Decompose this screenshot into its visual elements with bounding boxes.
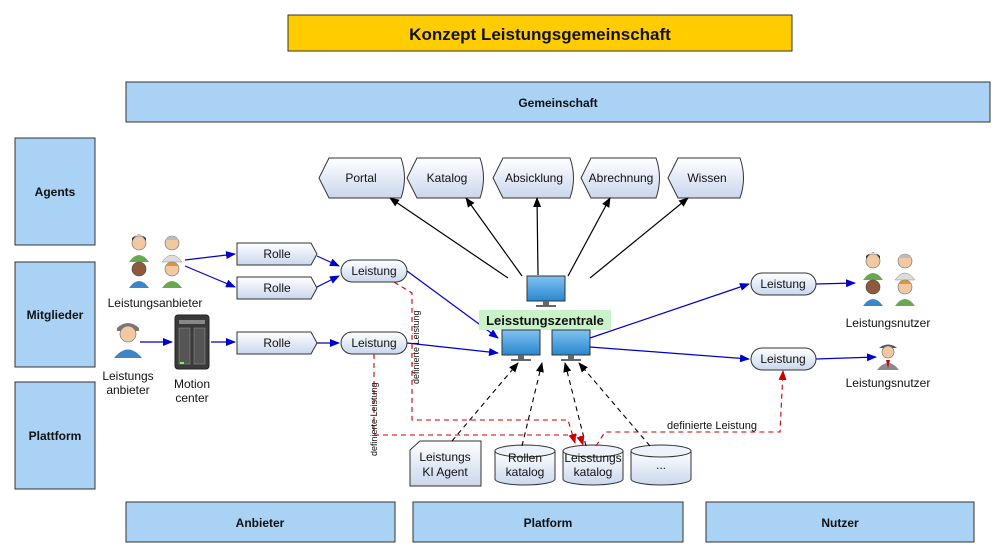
zentrale-label-box: Leisstungszentrale — [479, 310, 611, 330]
leistung-right-2: Leistung — [750, 347, 817, 371]
svg-text:Wissen: Wissen — [687, 171, 726, 185]
svg-text:Mitglieder: Mitglieder — [27, 308, 84, 322]
svg-text:Gemeinschaft: Gemeinschaft — [518, 96, 597, 110]
leistung-left-1: Leistung — [340, 259, 408, 283]
rollenkatalog-cylinder: Rollen katalog — [494, 444, 556, 486]
rolle-box-1: Rolle — [236, 242, 318, 266]
svg-text:Leistungs: Leistungs — [102, 369, 153, 383]
leistung-left-2: Leistung — [340, 331, 408, 355]
svg-text:Rolle: Rolle — [263, 281, 291, 295]
service-wissen: Wissen — [667, 157, 744, 199]
svg-text:KI Agent: KI Agent — [422, 465, 468, 479]
leistung-right-1: Leistung — [750, 272, 817, 296]
diagram-title: Konzept Leistungsgemeinschaft — [409, 25, 671, 44]
label-leistungsanbieter: Leistungsanbieter — [108, 296, 203, 310]
svg-text:Leistungs: Leistungs — [419, 450, 470, 464]
svg-text:anbieter: anbieter — [106, 383, 149, 397]
band-nutzer: Nutzer — [705, 501, 975, 543]
svg-text:Abrechnung: Abrechnung — [589, 171, 654, 185]
band-anbieter: Anbieter — [125, 501, 396, 543]
edge-label-definierte-a: definierte Leistung — [411, 310, 421, 384]
svg-text:Leistung: Leistung — [351, 264, 396, 278]
edge-label-definierte-c: definierte Leistung — [667, 420, 757, 432]
group-people-right-icon — [863, 252, 916, 306]
single-user-right-icon — [877, 344, 899, 370]
svg-text:Platform: Platform — [524, 516, 573, 530]
band-gemeinschaft: Gemeinschaft — [125, 81, 991, 123]
leistungskatalog-cylinder: Leisstungs katalog — [562, 444, 624, 486]
blue-edges-right — [589, 279, 877, 363]
svg-text:Leistung: Leistung — [351, 336, 396, 350]
service-abrechnung: Abrechnung — [580, 157, 660, 199]
svg-text:Agents: Agents — [35, 185, 76, 199]
svg-text:Leistung: Leistung — [760, 277, 805, 291]
svg-text:...: ... — [656, 458, 666, 472]
title-box: Konzept Leistungsgemeinschaft — [287, 14, 793, 52]
label-leistungsnutzer-2: Leistungsnutzer — [846, 376, 931, 390]
dashed-red-arrows — [373, 281, 787, 447]
layer-agents: Agents — [14, 137, 96, 246]
svg-text:katalog: katalog — [574, 465, 613, 479]
service-absicklung: Absicklung — [492, 157, 574, 199]
dashed-black-arrows — [451, 362, 651, 447]
svg-text:Nutzer: Nutzer — [821, 516, 859, 530]
monitor-icon-left — [501, 329, 541, 361]
svg-text:Rollen: Rollen — [508, 451, 542, 465]
server-icon — [174, 314, 210, 370]
service-portal: Portal — [318, 157, 405, 199]
svg-text:Rolle: Rolle — [263, 336, 291, 350]
single-person-icon — [114, 323, 142, 358]
service-katalog: Katalog — [406, 157, 484, 199]
more-cylinder: ... — [630, 444, 692, 486]
svg-text:Leistung: Leistung — [760, 352, 805, 366]
layer-plattform: Plattform — [14, 381, 96, 490]
svg-text:katalog: katalog — [506, 465, 545, 479]
band-platform: Platform — [412, 501, 684, 543]
svg-text:Anbieter: Anbieter — [236, 516, 285, 530]
ki-agent-shape: Leistungs KI Agent — [409, 440, 482, 487]
svg-text:Rolle: Rolle — [263, 247, 291, 261]
rolle-box-3: Rolle — [236, 331, 318, 355]
group-people-icon — [129, 234, 183, 288]
service-arrows — [389, 197, 689, 279]
svg-text:Plattform: Plattform — [29, 429, 82, 443]
svg-text:Katalog: Katalog — [427, 171, 468, 185]
label-leistungsnutzer-1: Leistungsnutzer — [846, 316, 931, 330]
rolle-box-2: Rolle — [236, 276, 318, 300]
svg-text:Absicklung: Absicklung — [505, 171, 563, 185]
layer-mitglieder: Mitglieder — [14, 261, 96, 368]
svg-text:Leisstungszentrale: Leisstungszentrale — [486, 313, 604, 328]
monitor-icon-top — [526, 275, 566, 307]
edge-label-definierte-b: definierte Leistung — [369, 382, 379, 456]
svg-text:center: center — [175, 391, 208, 405]
svg-text:Portal: Portal — [345, 171, 376, 185]
svg-text:Leisstungs: Leisstungs — [564, 451, 621, 465]
svg-text:Motion: Motion — [174, 377, 210, 391]
monitor-icon-right — [551, 329, 591, 361]
